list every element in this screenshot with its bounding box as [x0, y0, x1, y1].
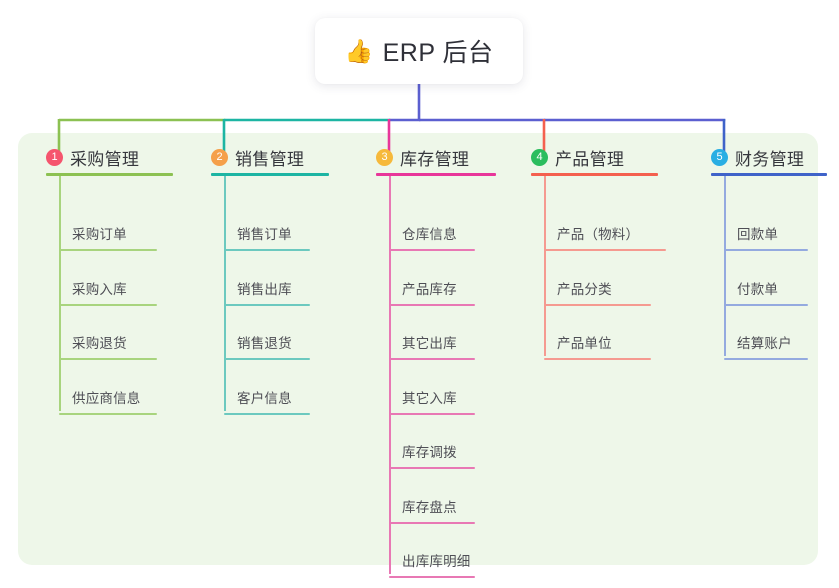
branch-leaf-item[interactable]: 客户信息: [224, 387, 310, 415]
branch-header-underline: [46, 173, 173, 176]
branch-leaf-item[interactable]: 销售出库: [224, 278, 310, 306]
branch-leaf-underline: [544, 358, 651, 360]
branch-leaf-underline: [389, 358, 475, 360]
branch-leaf-item[interactable]: 销售订单: [224, 223, 310, 251]
branch-leaf-item[interactable]: 产品分类: [544, 278, 651, 306]
branch-number-badge: 1: [46, 149, 63, 166]
branch-header-3[interactable]: 3 库存管理: [376, 145, 469, 170]
branch-title-label: 采购管理: [70, 150, 140, 169]
branch-leaf-underline: [224, 303, 310, 306]
branch-leaf-label: 库存调拨: [402, 445, 457, 460]
branch-leaf-underline: [544, 303, 651, 306]
branch-leaf-underline: [724, 303, 808, 306]
branch-leaf-label: 客户信息: [237, 390, 292, 406]
branch-title-label: 产品管理: [555, 150, 625, 169]
branch-header-underline: [531, 173, 658, 176]
branch-leaf-underline: [224, 358, 310, 360]
branch-leaf-item[interactable]: 回款单: [724, 223, 808, 251]
branch-leaf-underline: [389, 576, 475, 578]
branch-leaf-underline: [224, 249, 310, 251]
branch-leaf-underline: [59, 249, 157, 251]
branch-leaf-label: 结算账户: [737, 336, 792, 351]
branch-spine: [59, 176, 61, 411]
branch-leaf-item[interactable]: 销售退货: [224, 332, 310, 360]
branch-header-2[interactable]: 2 销售管理: [211, 145, 304, 170]
branch-leaf-label: 采购入库: [72, 281, 127, 297]
branch-leaf-label: 销售出库: [237, 281, 292, 297]
branch-leaf-item[interactable]: 结算账户: [724, 332, 808, 360]
branch-number-badge: 5: [711, 149, 728, 166]
root-node-card[interactable]: 👍 ERP 后台: [315, 18, 523, 84]
branch-leaf-underline: [724, 358, 808, 360]
branch-leaf-item[interactable]: 供应商信息: [59, 387, 157, 415]
branch-leaf-item[interactable]: 产品（物料）: [544, 223, 666, 251]
branch-leaf-underline: [389, 249, 475, 251]
branch-leaf-item[interactable]: 采购入库: [59, 278, 157, 306]
branch-leaf-label: 供应商信息: [72, 390, 141, 406]
branch-leaf-underline: [59, 412, 157, 415]
branch-leaf-label: 产品单位: [557, 336, 612, 351]
branch-header-underline: [376, 173, 496, 176]
branch-leaf-underline: [59, 303, 157, 306]
branch-number-badge: 3: [376, 149, 393, 166]
root-node-title: 👍 ERP 后台: [344, 33, 493, 69]
branch-header-underline: [711, 173, 827, 176]
branch-leaf-label: 采购退货: [72, 336, 127, 351]
branch-leaf-underline: [389, 412, 475, 415]
branch-header-5[interactable]: 5 财务管理: [711, 145, 804, 170]
branch-leaf-item[interactable]: 产品库存: [389, 278, 475, 306]
branch-leaf-item[interactable]: 其它入库: [389, 387, 475, 415]
branch-leaf-item[interactable]: 采购退货: [59, 332, 157, 360]
branch-number-badge: 4: [531, 149, 548, 166]
branch-leaf-item[interactable]: 库存盘点: [389, 496, 475, 524]
branch-title-label: 销售管理: [235, 150, 305, 169]
thumbs-up-icon: 👍: [344, 37, 374, 64]
branch-leaf-underline: [224, 412, 310, 415]
branch-columns: 1 采购管理采购订单采购入库采购退货供应商信息 2 销售管理销售订单销售出库销售退货客…: [18, 133, 827, 578]
branch-leaf-label: 采购订单: [72, 227, 127, 242]
branch-leaf-label: 回款单: [737, 227, 779, 242]
branch-title-label: 财务管理: [735, 150, 805, 169]
branch-leaf-item[interactable]: 其它出库: [389, 332, 475, 360]
branch-number-badge: 2: [211, 149, 228, 166]
branch-header-underline: [211, 173, 329, 176]
branch-leaf-item[interactable]: 出库库明细: [389, 550, 475, 578]
branch-leaf-underline: [59, 358, 157, 360]
branch-leaf-label: 销售退货: [237, 336, 292, 351]
branch-leaf-label: 销售订单: [237, 227, 292, 242]
branch-leaf-item[interactable]: 采购订单: [59, 223, 157, 251]
branch-leaf-label: 产品库存: [402, 281, 457, 297]
branch-header-1[interactable]: 1 采购管理: [46, 145, 139, 170]
diagram-canvas-panel: [18, 133, 818, 565]
branch-spine: [224, 176, 226, 411]
branch-leaf-item[interactable]: 库存调拨: [389, 441, 475, 469]
branch-leaf-label: 库存盘点: [402, 499, 457, 515]
branch-leaf-label: 产品分类: [557, 281, 612, 297]
branch-leaf-item[interactable]: 产品单位: [544, 332, 651, 360]
branch-leaf-item[interactable]: 付款单: [724, 278, 808, 306]
branch-header-4[interactable]: 4 产品管理: [531, 145, 624, 170]
branch-leaf-label: 仓库信息: [402, 227, 457, 242]
branch-spine: [544, 176, 546, 356]
branch-leaf-label: 其它出库: [402, 336, 457, 351]
branch-leaf-label: 其它入库: [402, 390, 457, 406]
branch-title-label: 库存管理: [400, 150, 470, 169]
branch-leaf-label: 付款单: [737, 281, 779, 297]
branch-leaf-underline: [389, 467, 475, 469]
branch-spine: [724, 176, 726, 356]
branch-leaf-item[interactable]: 仓库信息: [389, 223, 475, 251]
branch-leaf-underline: [389, 303, 475, 306]
branch-leaf-label: 出库库明细: [402, 554, 471, 569]
branch-leaf-underline: [389, 521, 475, 524]
branch-leaf-underline: [544, 249, 666, 251]
root-node-label: ERP 后台: [382, 39, 494, 67]
branch-leaf-underline: [724, 249, 808, 251]
branch-spine: [389, 176, 391, 574]
branch-leaf-label: 产品（物料）: [557, 227, 640, 242]
